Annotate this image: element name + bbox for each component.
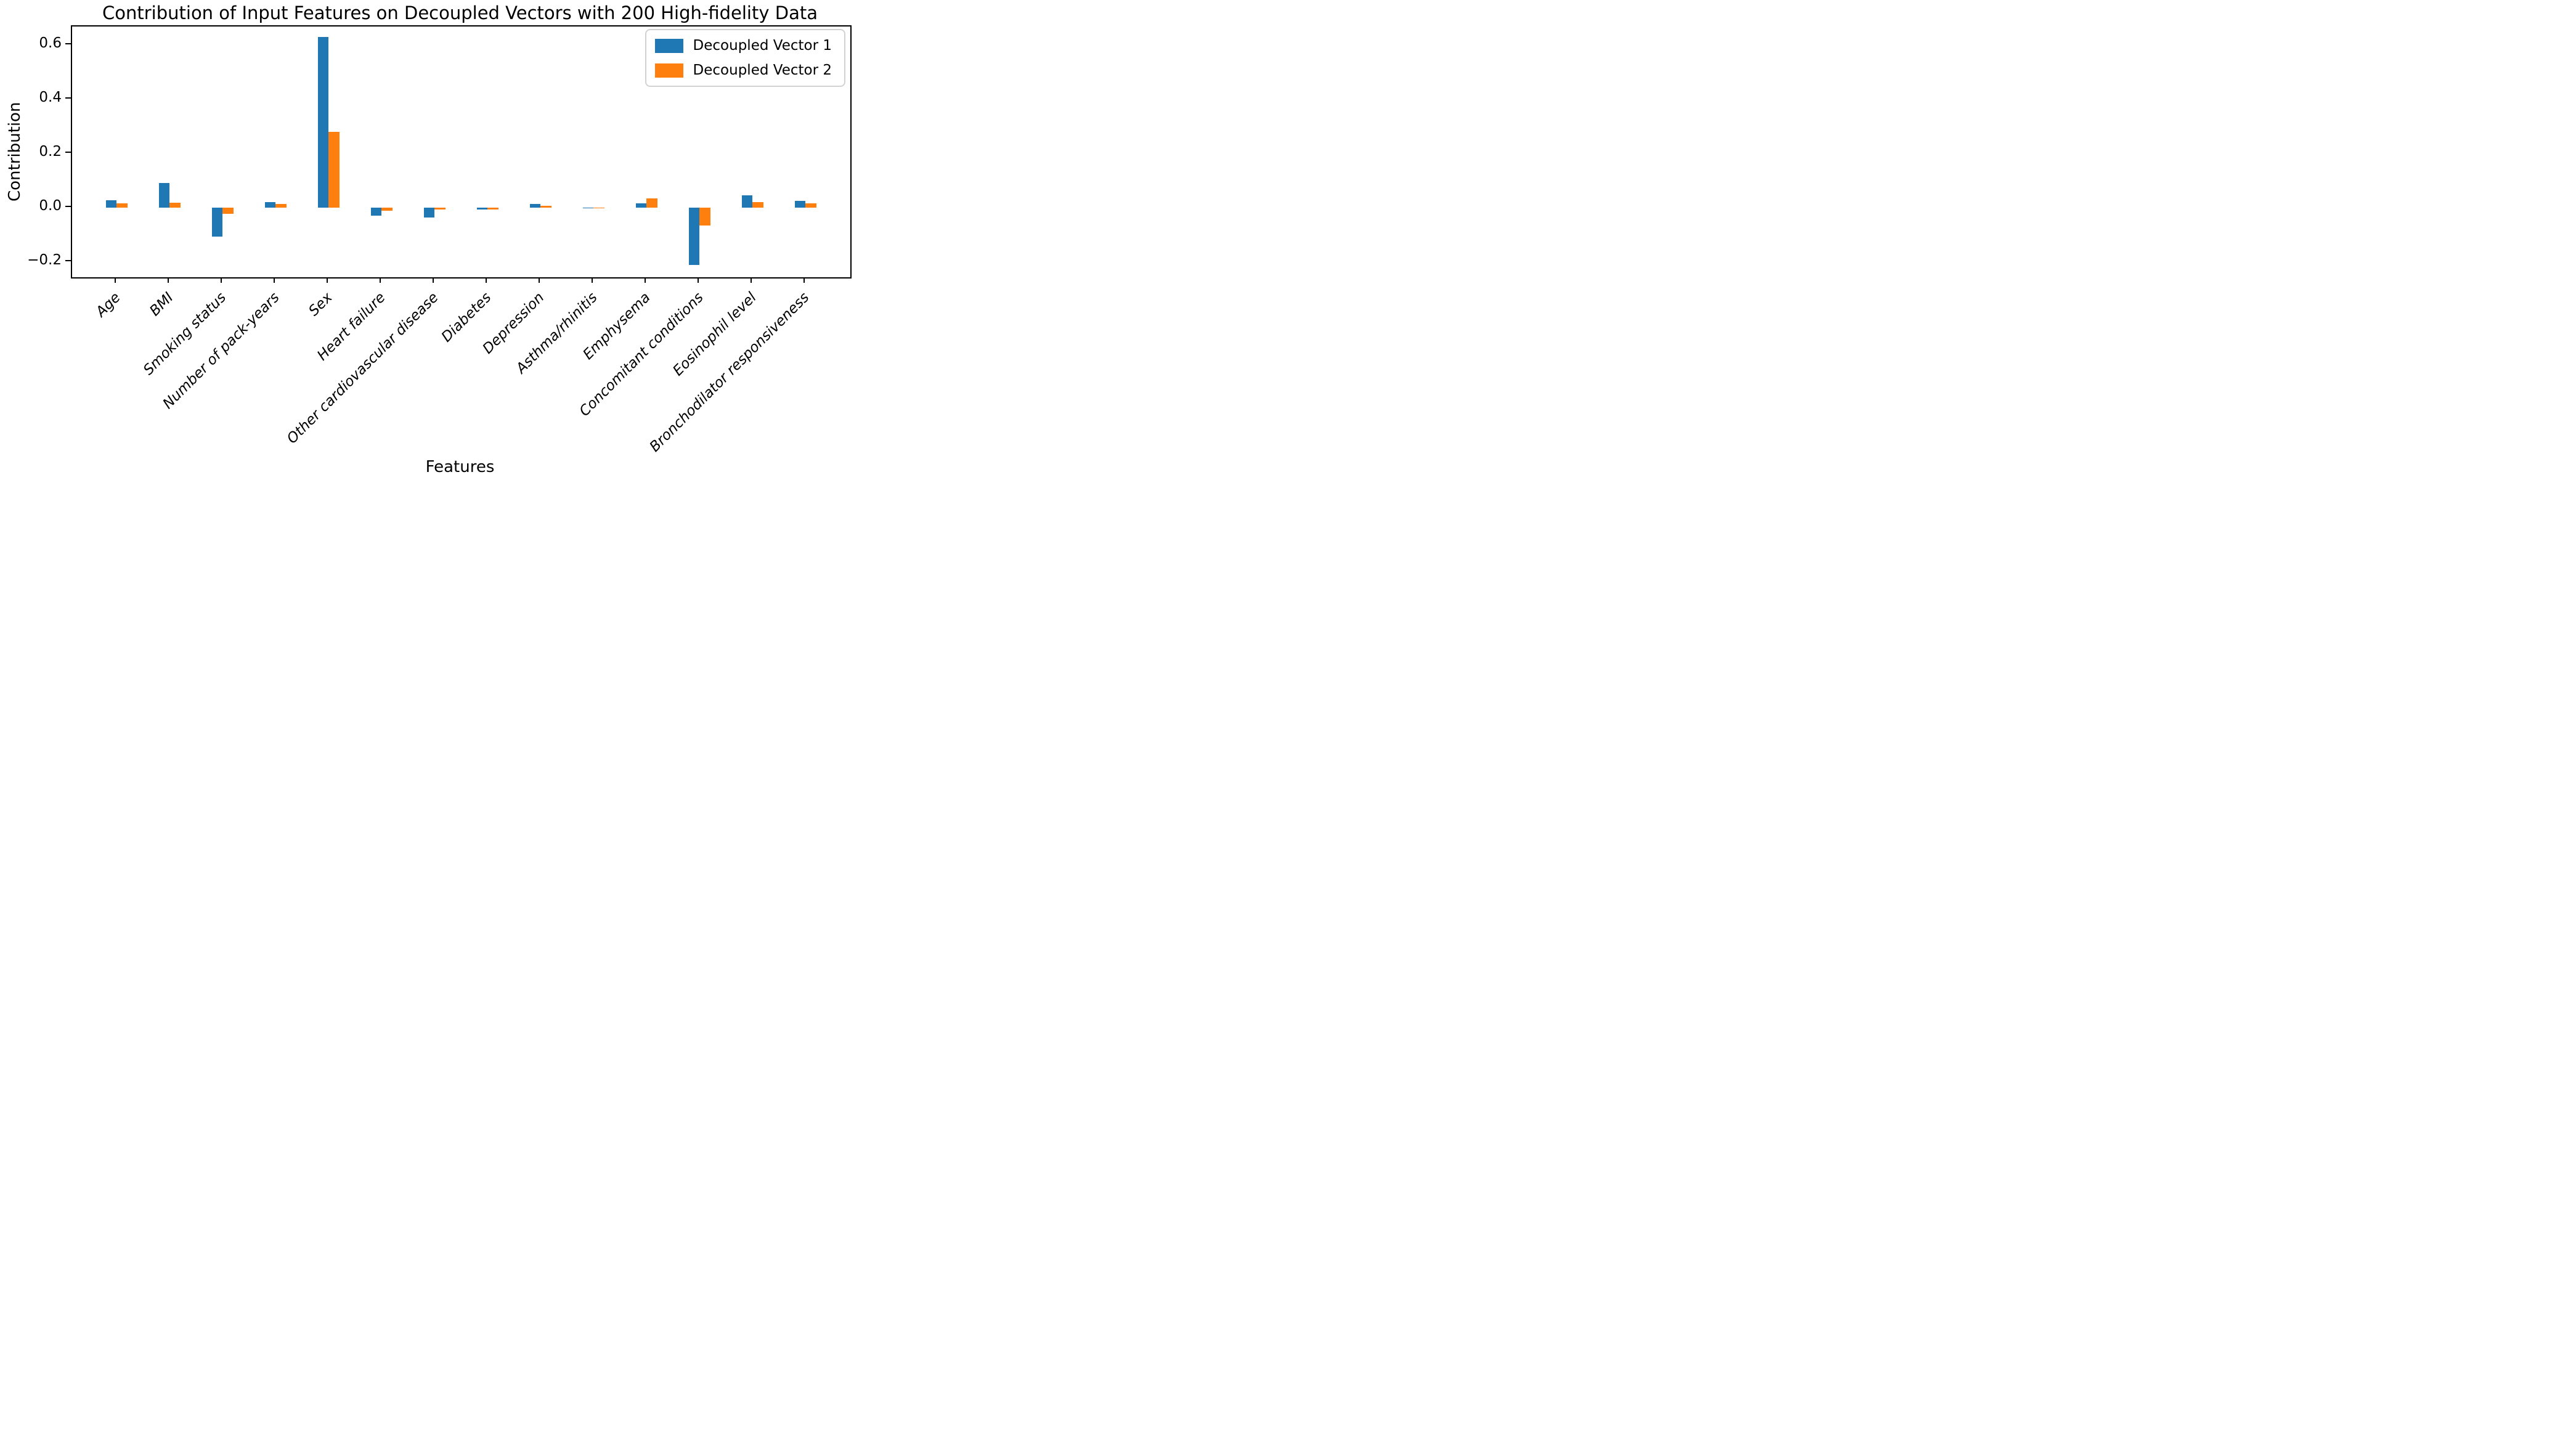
legend-entry-vector2: Decoupled Vector 2 [654, 62, 832, 78]
chart-title: Contribution of Input Features on Decoup… [102, 2, 818, 23]
y-tick-label-0: 0.0 [39, 197, 62, 214]
bar-number-of-pack-years-vector2 [275, 204, 287, 208]
bar-heart-failure-vector2 [381, 207, 393, 211]
bar-bmi-vector2 [169, 202, 181, 208]
x-axis-label: Features [425, 458, 495, 476]
y-tick-label-0.2: 0.2 [39, 143, 62, 160]
x-tick-11 [698, 277, 699, 283]
bar-other-cardiovascular-disease-vector2 [434, 207, 445, 209]
x-tick-9 [592, 277, 593, 283]
bar-concomitant-conditions-vector1 [689, 207, 700, 266]
bar-emphysema-vector1 [636, 203, 647, 208]
y-tick-0.4 [65, 97, 71, 99]
bar-bronchodilator-responsiveness-vector2 [805, 203, 816, 208]
bar-smoking-status-vector1 [212, 207, 223, 237]
bar-eosinophil-level-vector1 [742, 195, 753, 208]
y-tick-label--0.2: −0.2 [27, 251, 62, 268]
bar-age-vector1 [106, 200, 117, 208]
x-tick-4 [327, 277, 328, 283]
bar-depression-vector1 [530, 203, 541, 208]
legend-label-vector1: Decoupled Vector 1 [693, 38, 832, 54]
legend-swatch-vector2 [654, 63, 683, 78]
legend-label-vector2: Decoupled Vector 2 [693, 62, 832, 78]
x-tick-7 [486, 277, 487, 283]
y-tick-0 [65, 205, 71, 207]
bar-sex-vector1 [318, 36, 329, 208]
y-axis-label: Contribution [6, 102, 24, 201]
legend-entry-vector1: Decoupled Vector 1 [654, 38, 832, 54]
x-tick-5 [380, 277, 381, 283]
x-tick-10 [645, 277, 646, 283]
x-tick-1 [168, 277, 169, 283]
y-tick-label-0.4: 0.4 [39, 89, 62, 105]
bar-emphysema-vector2 [646, 198, 657, 208]
y-tick-label-0.6: 0.6 [39, 35, 62, 51]
x-tick-12 [751, 277, 752, 283]
bar-diabetes-vector2 [487, 207, 498, 210]
x-tick-0 [115, 277, 116, 283]
legend: Decoupled Vector 1 Decoupled Vector 2 [645, 29, 845, 87]
bar-age-vector2 [116, 203, 128, 208]
x-tick-label-diabetes: Diabetes [438, 289, 495, 346]
bar-concomitant-conditions-vector2 [699, 207, 710, 226]
bar-bronchodilator-responsiveness-vector1 [795, 201, 806, 208]
x-tick-3 [274, 277, 275, 283]
x-tick-label-age: Age [92, 289, 124, 320]
x-tick-6 [433, 277, 434, 283]
bar-diabetes-vector1 [477, 207, 488, 210]
y-tick--0.2 [65, 259, 71, 261]
x-tick-label-sex: Sex [306, 289, 336, 320]
x-tick-13 [803, 277, 805, 283]
bar-bmi-vector1 [159, 182, 170, 208]
x-tick-8 [539, 277, 540, 283]
bar-heart-failure-vector1 [371, 207, 382, 216]
bar-sex-vector2 [328, 131, 340, 208]
bar-smoking-status-vector2 [222, 207, 234, 214]
figure: Contribution of Input Features on Decoup… [0, 0, 856, 486]
bar-number-of-pack-years-vector1 [265, 202, 276, 208]
x-tick-label-bmi: BMI [147, 289, 177, 320]
bar-other-cardiovascular-disease-vector1 [424, 207, 435, 218]
bar-depression-vector2 [540, 206, 551, 208]
y-tick-0.2 [65, 151, 71, 153]
legend-swatch-vector1 [654, 38, 683, 53]
x-tick-2 [221, 277, 222, 283]
y-tick-0.6 [65, 43, 71, 44]
bar-eosinophil-level-vector2 [752, 202, 763, 208]
